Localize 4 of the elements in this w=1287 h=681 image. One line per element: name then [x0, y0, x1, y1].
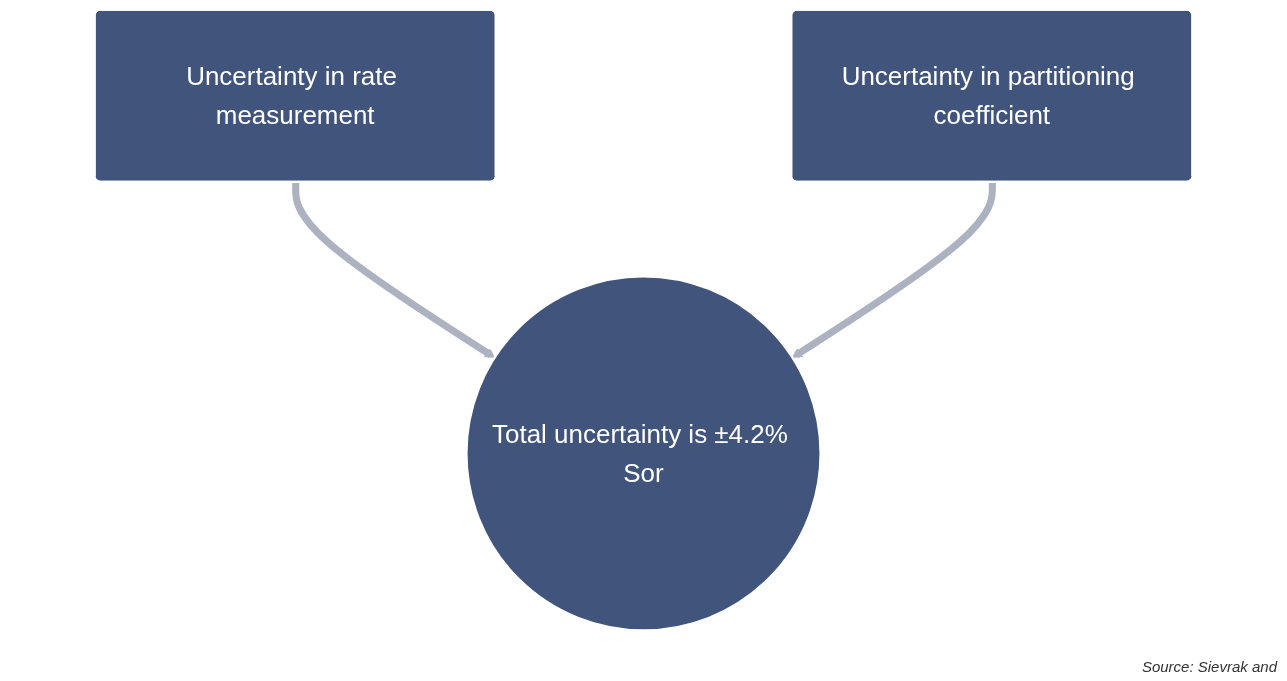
- node-circle: Total uncertainty is ±4.2% Sor: [465, 275, 822, 632]
- arrow: [292, 182, 496, 358]
- arrow: [791, 182, 996, 358]
- source-note: Source: Sievrak and: [1141, 658, 1277, 675]
